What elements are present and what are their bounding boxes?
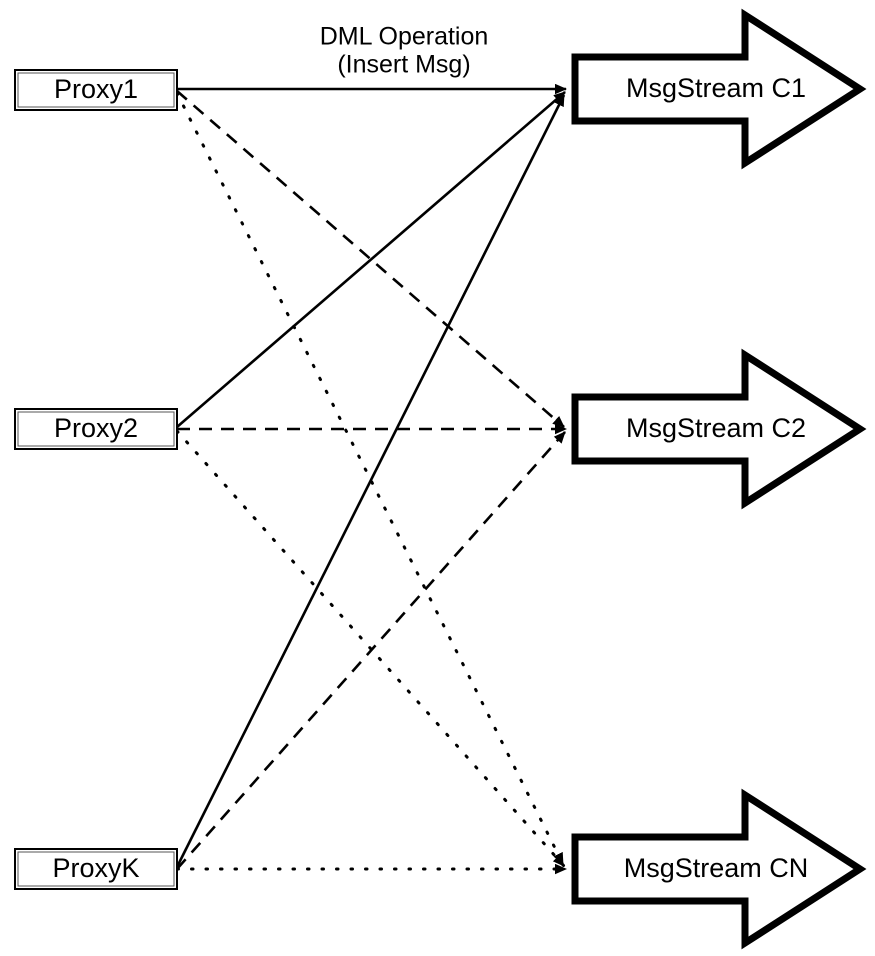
edge-proxy2-to-msgstream-cn[interactable]: [175, 429, 566, 868]
proxy2-label: Proxy2: [54, 413, 138, 443]
edge-proxy2-to-msgstream-c1[interactable]: [176, 91, 566, 428]
edge-proxy1-to-msgstream-c2[interactable]: [176, 90, 565, 428]
edge-group: [175, 83, 568, 875]
proxy2-box-inner-shade: [17, 411, 175, 447]
edge-proxyk-to-msgstream-c1[interactable]: [175, 94, 566, 868]
dml-operation-label-line1: DML Operation: [320, 23, 489, 51]
msgstream-cn-label: MsgStream CN: [624, 853, 809, 883]
proxy-node-proxyk[interactable]: ProxyK: [14, 848, 178, 890]
proxyk-box[interactable]: [14, 848, 178, 890]
proxy1-label: Proxy1: [54, 74, 138, 104]
msgstream-c1-arrow-shape[interactable]: [571, 8, 867, 170]
msgstream-cn-arrow-shape[interactable]: [571, 788, 867, 950]
dml-operation-label: DML Operation (Insert Msg): [320, 23, 489, 79]
proxyk-box-inner-shade: [17, 851, 175, 887]
proxy-node-proxy1[interactable]: Proxy1: [14, 69, 178, 111]
msgstream-node-c2[interactable]: MsgStream C2: [571, 348, 867, 510]
msgstream-node-c1[interactable]: MsgStream C1: [571, 8, 867, 170]
proxyk-label: ProxyK: [52, 853, 139, 883]
msgstream-c1-label: MsgStream C1: [626, 73, 806, 103]
proxy-node-proxy2[interactable]: Proxy2: [14, 408, 178, 450]
msgstream-c2-label: MsgStream C2: [626, 413, 806, 443]
proxy2-box[interactable]: [14, 408, 178, 450]
proxy1-box-inner-shade: [17, 72, 175, 108]
dml-operation-label-line2: (Insert Msg): [337, 51, 470, 79]
edge-proxy1-to-msgstream-cn[interactable]: [175, 91, 565, 866]
edge-proxyk-to-msgstream-c2[interactable]: [176, 431, 566, 870]
proxy1-box[interactable]: [14, 69, 178, 111]
msgstream-c2-arrow-shape[interactable]: [571, 348, 867, 510]
msgstream-node-cn[interactable]: MsgStream CN: [571, 788, 867, 950]
